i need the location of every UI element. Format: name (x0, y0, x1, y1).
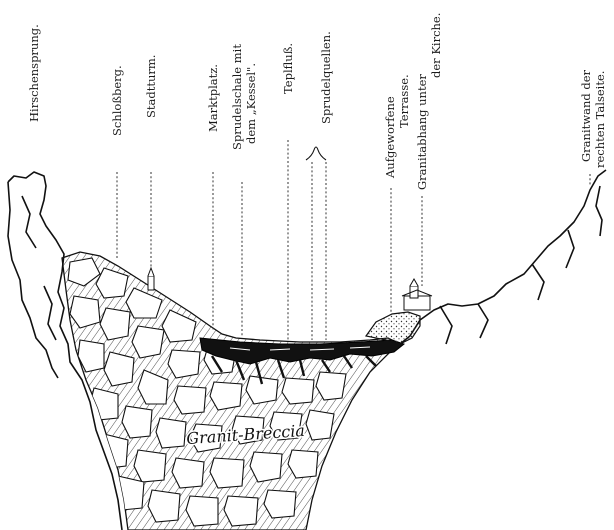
label-sprudelschale-line1: Sprudelschale mit (230, 44, 244, 150)
label-terrasse-line2: Terrasse. (397, 74, 411, 128)
label-schlossberg: Schloßberg. (110, 65, 124, 136)
left-rock-spur-2 (44, 286, 56, 340)
label-granitwand-line1: Granitwand der (579, 69, 593, 162)
label-terrasse-line1: Aufgeworfene (383, 96, 397, 179)
town-tower-drawing (148, 268, 154, 290)
right-valley-wall (400, 170, 606, 344)
right-rock-face-4 (478, 304, 488, 338)
left-rock-spur-1 (22, 196, 36, 248)
right-rock-face-2 (566, 230, 574, 268)
right-rock-face-5 (440, 306, 452, 344)
right-rock-face-1 (596, 186, 602, 236)
left-cliff-edge (8, 182, 58, 378)
label-marktplatz: Marktplatz. (206, 64, 220, 132)
label-stadtturm: Stadtturm. (144, 55, 158, 118)
right-rock-face-3 (532, 264, 544, 300)
church-drawing (402, 279, 432, 310)
label-granitwand-line2: rechten Talseite. (593, 71, 607, 168)
label-granitabhang-line1: Granitabhang unter (415, 74, 429, 190)
label-hirschensprung: Hirschensprung. (27, 24, 41, 122)
label-granitabhang-line2: der Kirche. (429, 13, 443, 78)
sprudelquellen-bracket (306, 147, 326, 160)
label-sprudelschale-line2: dem „Kessel". (244, 63, 258, 144)
label-teplfluss: Teplfluß. (281, 43, 295, 94)
label-sprudelquellen: Sprudelquellen. (319, 31, 333, 124)
